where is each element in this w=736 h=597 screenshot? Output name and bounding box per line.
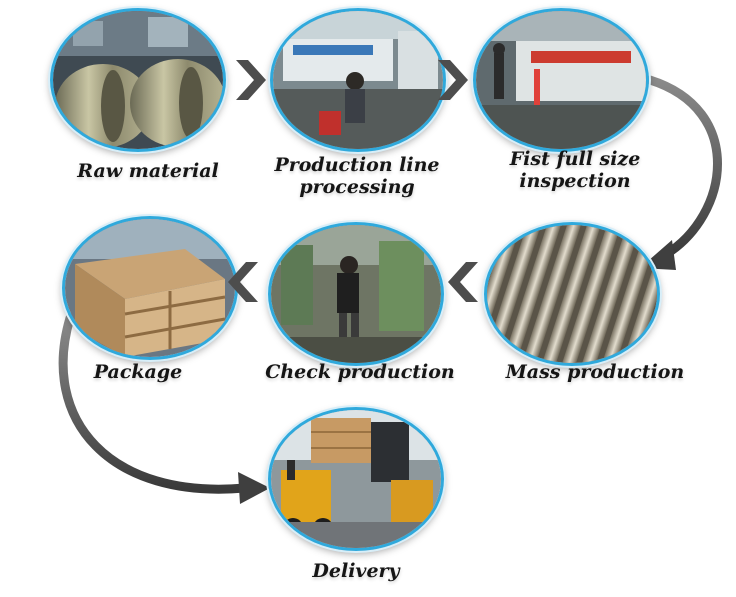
node-production-line	[270, 8, 446, 152]
chevron-right-icon	[436, 60, 470, 100]
chevron-left-icon	[446, 262, 480, 302]
label-raw-material: Raw material	[77, 160, 219, 182]
node-package	[62, 216, 238, 360]
label-delivery: Delivery	[312, 560, 400, 582]
chevron-left-icon	[226, 262, 260, 302]
curve-arrow-right	[645, 75, 722, 260]
chevron-right-icon	[234, 60, 268, 100]
raw-material-photo	[50, 8, 226, 152]
package-photo	[62, 216, 238, 360]
label-first-inspection: Fist full size inspection	[509, 148, 641, 192]
node-first-inspection	[473, 8, 649, 152]
node-raw-material	[50, 8, 226, 152]
label-check-production: Check production	[265, 361, 455, 383]
mass-production-photo	[484, 222, 660, 366]
delivery-photo	[268, 407, 444, 551]
first-inspection-photo	[473, 8, 649, 152]
production-line-photo	[270, 8, 446, 152]
curve-arrow-left	[58, 313, 250, 494]
label-package: Package	[93, 361, 183, 383]
label-production-line: Production line processing	[274, 154, 440, 198]
check-production-photo	[268, 222, 444, 366]
curve-arrow-left-head	[238, 472, 270, 504]
node-delivery	[268, 407, 444, 551]
node-mass-production	[484, 222, 660, 366]
label-mass-production: Mass production	[505, 361, 685, 383]
node-check-production	[268, 222, 444, 366]
